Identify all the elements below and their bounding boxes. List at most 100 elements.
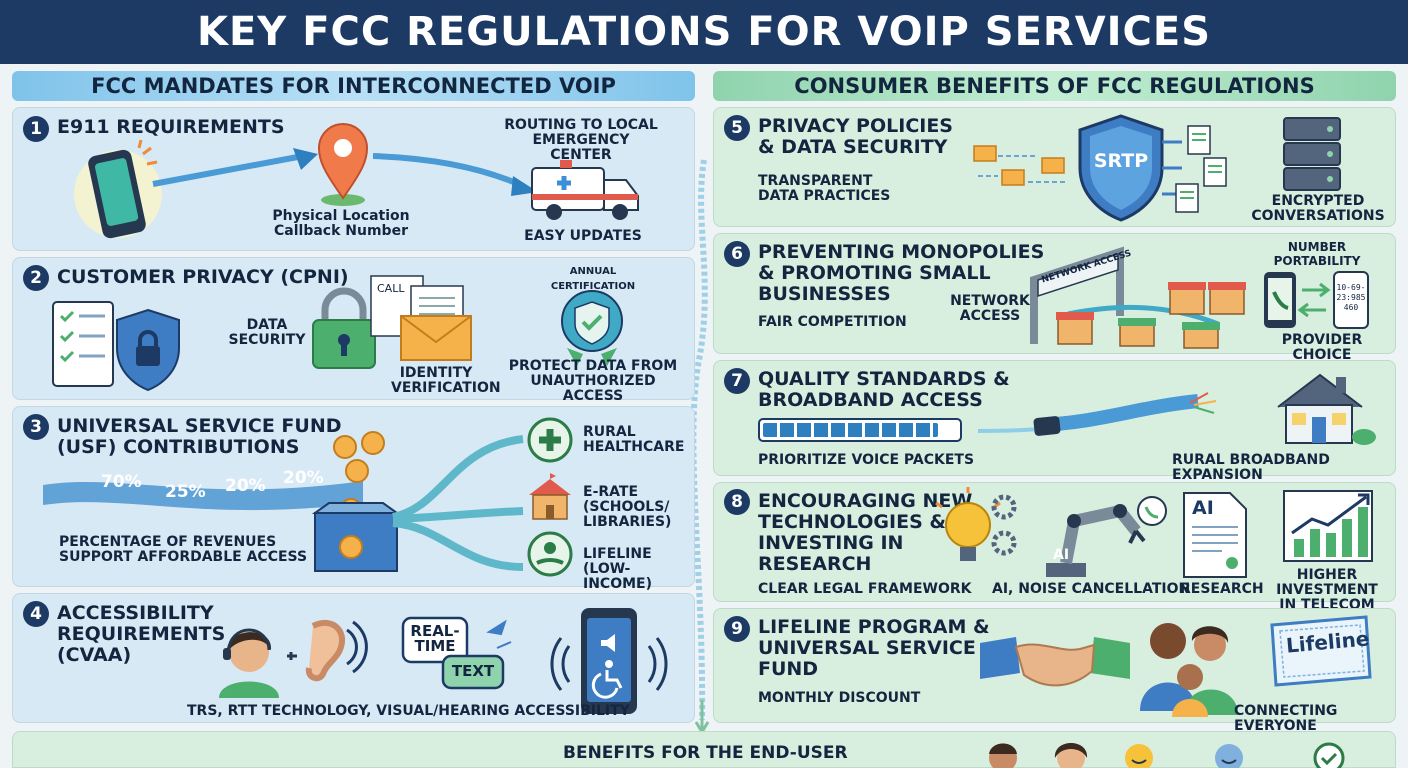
research-label: RESEARCH <box>1180 581 1264 597</box>
end-user-benefits-panel: BENEFITS FOR THE END-USER <box>12 731 1396 768</box>
growth-chart-icon <box>1283 490 1373 562</box>
title-bar: KEY FCC REGULATIONS FOR VOIP SERVICES <box>0 0 1408 64</box>
fiber-cable-icon <box>977 392 1217 436</box>
revenue-ribbon <box>43 481 363 511</box>
panel-number: 6 <box>724 241 750 267</box>
lightbulb-icon <box>935 487 1017 561</box>
panel-number: 8 <box>724 489 750 515</box>
handshake-icon <box>980 637 1130 687</box>
revenues-label: PERCENTAGE OF REVENUES SUPPORT AFFORDABL… <box>59 534 308 565</box>
user-faces-icon <box>989 742 1345 768</box>
panel-title: ACCESSIBILITY REQUIREMENTS (CVAA) <box>57 602 226 666</box>
shield-icon <box>1078 114 1164 222</box>
phone-number-label: 10-69- 23:985 460 <box>1336 283 1366 312</box>
ambulance-icon <box>531 160 639 220</box>
panel-title: QUALITY STANDARDS & BROADBAND ACCESS <box>758 368 1010 411</box>
network-access-label: NETWORK ACCESS <box>950 293 1030 324</box>
protect-data-label: PROTECT DATA FROM UNAUTHORIZED ACCESS <box>508 358 678 404</box>
mail-stream-icon <box>973 145 1068 186</box>
network-gate-icon <box>1030 246 1246 349</box>
distribution-arrows <box>392 435 524 571</box>
number-port-icon <box>1264 271 1369 329</box>
panel-title: CUSTOMER PRIVACY (CPNI) <box>57 266 349 288</box>
location-pin-icon <box>317 123 369 206</box>
text-label: TEXT <box>451 662 495 680</box>
envelope-icon <box>370 275 472 361</box>
panel-accessibility: 4 ACCESSIBILITY REQUIREMENTS (CVAA) REAL… <box>12 593 695 723</box>
healthcare-cross-icon <box>527 417 573 463</box>
panel-title: E911 REQUIREMENTS <box>57 116 285 138</box>
monthly-discount-label: MONTHLY DISCOUNT <box>758 690 921 706</box>
panel-number: 7 <box>724 368 750 394</box>
panel-title: ENCOURAGING NEW TECHNOLOGIES & INVESTING… <box>758 490 973 575</box>
percentage-value: 25% <box>165 482 206 502</box>
lifeline-card-label: Lifeline <box>1285 626 1371 658</box>
documents-icon <box>1162 125 1227 213</box>
location-label: Physical Location Callback Number <box>272 208 410 239</box>
annual-certification-label: ANNUAL CERTIFICATION <box>550 266 636 292</box>
routing-label: ROUTING TO LOCAL EMERGENCY CENTER <box>504 117 658 163</box>
percentage-value: 20% <box>283 468 324 488</box>
panel-privacy-policies: 5 PRIVACY POLICIES & DATA SECURITY TRANS… <box>713 107 1396 227</box>
server-icon <box>1283 117 1341 191</box>
transparent-label: TRANSPARENT DATA PRACTICES <box>758 173 891 204</box>
panel-title: LIFELINE PROGRAM & UNIVERSAL SERVICE FUN… <box>758 616 990 680</box>
encrypted-label: ENCRYPTED CONVERSATIONS <box>1251 193 1385 224</box>
panel-number: 3 <box>23 414 49 440</box>
panel-title: PREVENTING MONOPOLIES & PROMOTING SMALL … <box>758 241 1045 305</box>
percentage-value: 70% <box>101 472 142 492</box>
panel-number: 9 <box>724 616 750 642</box>
identity-label: IDENTITY VERIFICATION <box>391 365 501 396</box>
fair-competition-label: FAIR COMPETITION <box>758 314 907 330</box>
prioritize-label: PRIORITIZE VOICE PACKETS <box>758 452 975 468</box>
panel-competition: 6 PREVENTING MONOPOLIES & PROMOTING SMAL… <box>713 233 1396 363</box>
right-column-header: CONSUMER BENEFITS OF FCC REGULATIONS <box>713 71 1396 101</box>
ai-doc-label: AI <box>1192 497 1214 519</box>
srtp-label: SRTP <box>1093 150 1149 172</box>
tech-label: TRS, RTT TECHNOLOGY, VISUAL/HEARING ACCE… <box>187 703 630 719</box>
accessible-phone-icon <box>550 608 668 714</box>
chat-bubbles-icon <box>401 616 512 690</box>
lifeline-card-icon <box>1270 615 1372 687</box>
call-label: CALL <box>377 282 405 295</box>
family-icon <box>1140 623 1238 717</box>
ai-tag-label: AI <box>1053 547 1070 563</box>
page-title: KEY FCC REGULATIONS FOR VOIP SERVICES <box>196 9 1212 55</box>
panel-title: UNIVERSAL SERVICE FUND (USF) CONTRIBUTIO… <box>57 415 342 458</box>
panel-title: PRIVACY POLICIES & DATA SECURITY <box>758 115 953 158</box>
data-security-label: DATA SECURITY <box>228 317 306 348</box>
shield-lock-icon <box>116 308 180 392</box>
panel-number: 5 <box>724 115 750 141</box>
lifeline-label: LIFELINE (LOW-INCOME) <box>583 546 652 592</box>
rural-healthcare-label: RURAL HEALTHCARE <box>583 424 685 455</box>
smartphone-icon <box>74 139 162 239</box>
panel-number: 1 <box>23 116 49 142</box>
school-icon <box>529 473 571 520</box>
investment-label: HIGHER INVESTMENT IN TELECOM <box>1276 567 1378 613</box>
voice-packet-bar <box>758 418 962 442</box>
number-portability-label: NUMBER PORTABILITY <box>1273 240 1361 268</box>
padlock-icon <box>312 287 376 369</box>
panel-lifeline: 9 LIFELINE PROGRAM & UNIVERSAL SERVICE F… <box>713 608 1396 734</box>
panel-number: 4 <box>23 601 49 627</box>
house-icon <box>1277 373 1376 445</box>
arrow-icon <box>152 148 318 187</box>
ear-icon <box>287 619 368 682</box>
lifeline-hand-icon <box>527 531 573 577</box>
framework-label: CLEAR LEGAL FRAMEWORK <box>758 581 972 597</box>
panel-new-technologies: 8 ENCOURAGING NEW TECHNOLOGIES & INVESTI… <box>713 482 1396 613</box>
panel-usf: 3 UNIVERSAL SERVICE FUND (USF) CONTRIBUT… <box>12 406 695 592</box>
certification-badge-icon <box>561 290 623 366</box>
real-time-label: REAL- TIME <box>410 622 460 655</box>
percentage-value: 20% <box>225 476 266 496</box>
voice-packet-bar-fill <box>763 423 938 437</box>
provider-choice-label: PROVIDER CHOICE <box>1281 332 1363 363</box>
connecting-label: CONNECTING EVERYONE <box>1234 703 1338 734</box>
e-rate-label: E-RATE (SCHOOLS/ LIBRARIES) <box>583 484 672 530</box>
rural-broadband-label: RURAL BROADBAND EXPANSION <box>1172 452 1330 483</box>
donation-box-icon <box>311 502 401 572</box>
end-user-title: BENEFITS FOR THE END-USER <box>563 743 848 763</box>
headset-person-icon <box>219 628 279 698</box>
panel-customer-privacy: 2 CUSTOMER PRIVACY (CPNI) DATA SECURITY … <box>12 257 695 404</box>
panel-e911: 1 E911 REQUIREMENTS Physical Location Ca… <box>12 107 695 251</box>
